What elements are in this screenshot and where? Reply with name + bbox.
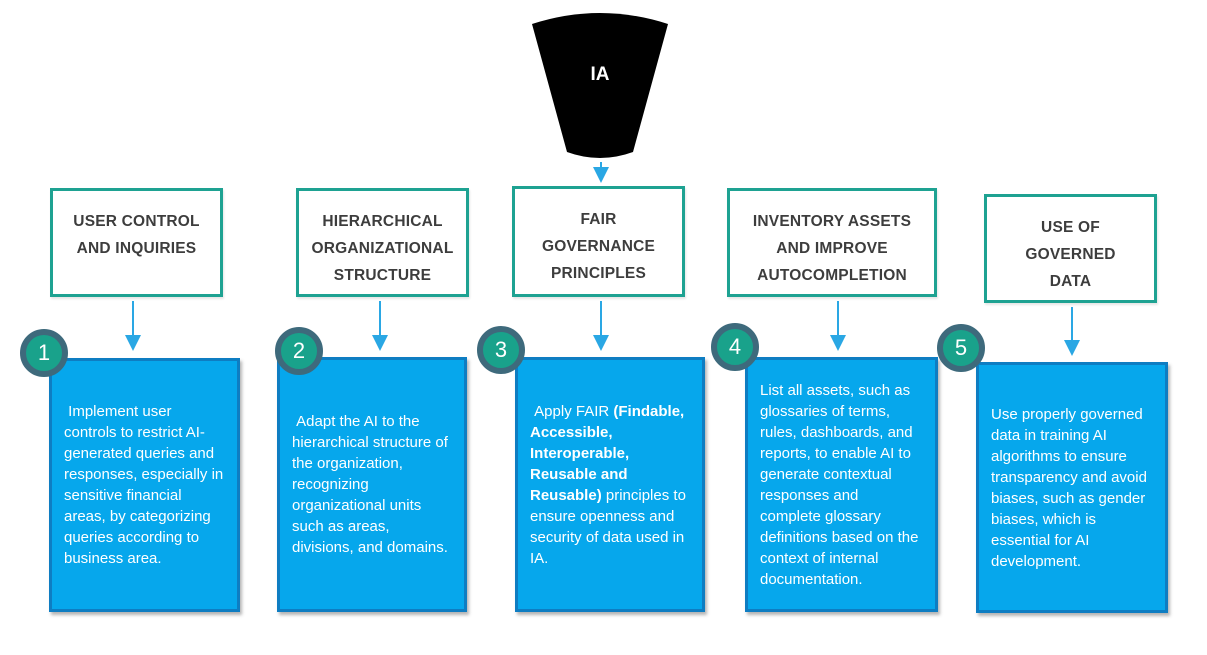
detail-box-user-control: Implement user controls to restrict AI-g…: [49, 358, 240, 612]
header-label: USER CONTROL AND INQUIRIES: [73, 213, 200, 257]
header-box-user-control: USER CONTROL AND INQUIRIES: [50, 188, 223, 297]
step-badge-5: 5: [937, 324, 985, 372]
step-badge-1: 1: [20, 329, 68, 377]
step-badge-2: 2: [275, 327, 323, 375]
header-box-governed-data: USE OF GOVERNED DATA: [984, 194, 1157, 303]
header-box-inventory-assets: INVENTORY ASSETS AND IMPROVE AUTOCOMPLET…: [727, 188, 937, 297]
header-label: USE OF GOVERNED DATA: [1025, 219, 1116, 290]
detail-box-hierarchical-structure: Adapt the AI to the hierarchical structu…: [277, 357, 467, 612]
ia-fan-label: IA: [591, 64, 610, 85]
detail-text: Apply FAIR (Findable, Accessible, Intero…: [530, 402, 691, 567]
ia-fan-shape: [532, 13, 668, 158]
detail-box-fair-governance: Apply FAIR (Findable, Accessible, Intero…: [515, 357, 705, 612]
header-box-hierarchical-structure: HIERARCHICAL ORGANIZATIONAL STRUCTURE: [296, 188, 469, 297]
header-box-fair-governance: FAIR GOVERNANCE PRINCIPLES: [512, 186, 685, 297]
header-label: HIERARCHICAL ORGANIZATIONAL STRUCTURE: [311, 213, 454, 284]
detail-box-governed-data: Use properly governed data in training A…: [976, 362, 1168, 613]
detail-text: Use properly governed data in training A…: [991, 405, 1152, 570]
step-badge-4: 4: [711, 323, 759, 371]
header-label: FAIR GOVERNANCE PRINCIPLES: [541, 211, 656, 282]
detail-text: List all assets, such as glossaries of t…: [760, 381, 923, 588]
detail-text: Implement user controls to restrict AI-g…: [64, 403, 228, 567]
header-label: INVENTORY ASSETS AND IMPROVE AUTOCOMPLET…: [752, 213, 912, 284]
detail-box-inventory-assets: List all assets, such as glossaries of t…: [745, 357, 938, 612]
step-badge-3: 3: [477, 326, 525, 374]
detail-text: Adapt the AI to the hierarchical structu…: [292, 413, 453, 556]
